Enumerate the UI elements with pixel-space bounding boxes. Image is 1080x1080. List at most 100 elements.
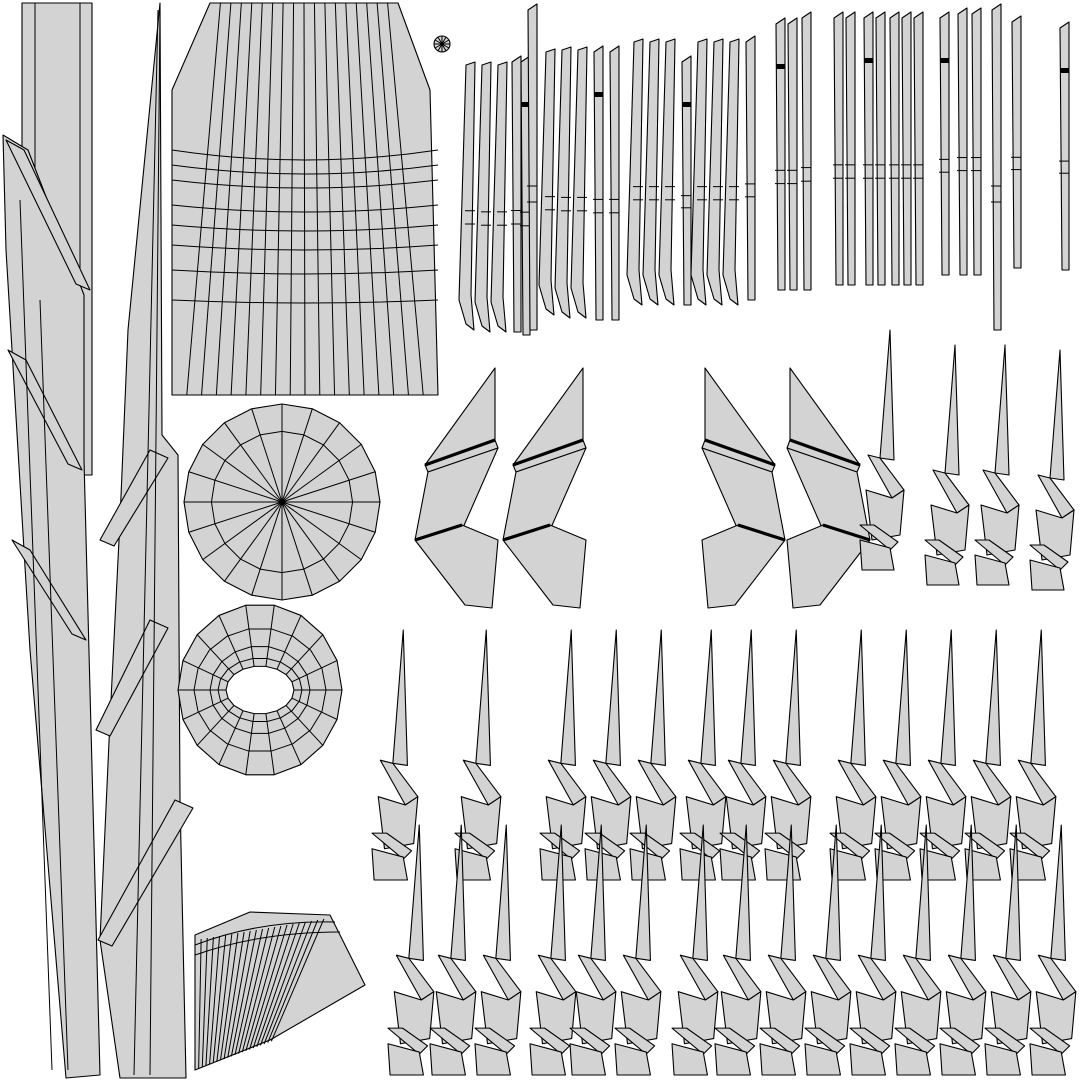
uv-edge: [267, 919, 319, 1043]
spike-island: [1029, 559, 1065, 591]
spike-island: [614, 1027, 656, 1055]
thin-strip-island: [511, 55, 522, 333]
spike-island: [874, 848, 911, 881]
uv-edge: [171, 299, 439, 304]
uv-edge: [291, 697, 338, 720]
spike-island: [940, 629, 956, 766]
spike-island: [804, 1027, 846, 1055]
uv-edge: [198, 938, 202, 1069]
uv-edge: [171, 244, 439, 251]
spike-island: [939, 1027, 981, 1055]
uv-edge: [188, 501, 283, 533]
spike-island: [767, 954, 807, 1001]
uv-edge: [441, 43, 450, 49]
uv-edge: [512, 438, 584, 467]
ring-hole: [225, 665, 295, 715]
uv-edge: [249, 924, 288, 1050]
uv-edge: [281, 443, 362, 503]
uv-edge: [188, 471, 283, 503]
thin-strip-island: [1059, 21, 1070, 271]
spike-island: [679, 954, 719, 1001]
long-strip-island: [99, 2, 187, 1079]
spike-island: [450, 824, 466, 961]
spike-island: [629, 832, 671, 860]
spike-island: [874, 832, 916, 860]
strip-fold-island: [97, 799, 194, 947]
spike-island: [550, 824, 566, 961]
thin-strip-island: [706, 38, 724, 306]
spike-island: [894, 1027, 936, 1055]
uv-edge: [737, 523, 786, 542]
uv-edge: [281, 422, 341, 503]
seam-mark: [594, 92, 603, 97]
uv-edge: [149, 9, 161, 1076]
spike-island: [924, 539, 964, 566]
spike-island: [462, 759, 502, 806]
uv-edge: [194, 921, 336, 946]
spike-island: [902, 954, 942, 1001]
spike-island: [894, 1043, 931, 1076]
uv-edge: [205, 936, 214, 1066]
spike-island: [879, 329, 895, 461]
thin-strip-island: [609, 45, 620, 321]
spike-island: [964, 832, 1006, 860]
thin-strip-island: [745, 35, 756, 301]
spike-island: [1037, 954, 1077, 1001]
uv-edge: [355, 2, 380, 396]
spike-island: [635, 824, 651, 961]
spike-island: [759, 1043, 796, 1076]
spike-island: [692, 824, 708, 961]
uv-edge: [245, 713, 255, 775]
spike-island: [850, 629, 866, 766]
uv-edge: [230, 929, 257, 1057]
thin-strip-island: [690, 38, 708, 306]
thin-strip-island: [538, 48, 556, 316]
uv-edge: [265, 605, 275, 667]
uv-edge: [441, 36, 447, 45]
spike-island: [1029, 1027, 1071, 1055]
uv-edge: [201, 937, 208, 1068]
spike-island: [1029, 544, 1069, 571]
spike-island: [780, 824, 796, 961]
spike-island: [804, 1043, 841, 1076]
spike-island: [825, 824, 841, 961]
thin-strip-island: [833, 11, 844, 286]
spike-island: [985, 629, 1001, 766]
uv-edge: [789, 438, 861, 467]
uv-edge: [245, 2, 263, 396]
spike-island: [650, 629, 666, 766]
spike-island: [859, 539, 895, 571]
uv-edge: [241, 926, 276, 1053]
spike-island: [829, 848, 866, 881]
uv-edge: [281, 501, 376, 533]
spike-island: [605, 629, 621, 766]
radial-disc-island: [183, 403, 381, 601]
uv-edge: [822, 523, 871, 542]
spike-island: [529, 1043, 566, 1076]
spike-island: [919, 832, 961, 860]
seam-mark: [521, 102, 530, 107]
spike-island: [984, 1043, 1021, 1076]
uv-edge: [245, 925, 282, 1052]
uv-edge: [201, 2, 232, 396]
spike-island: [974, 539, 1014, 566]
uv-edge: [245, 605, 255, 667]
uv-edge: [270, 918, 325, 1042]
uv-edge: [171, 224, 439, 232]
spike-island: [560, 629, 576, 766]
spike-island: [529, 1027, 571, 1055]
spike-island: [437, 954, 477, 1001]
spike-island: [590, 824, 606, 961]
thin-strip-island: [875, 11, 886, 286]
uv-edge: [234, 928, 263, 1056]
spike-fold-island: [11, 539, 87, 641]
uv-edge: [196, 634, 235, 675]
spike-island: [569, 1027, 611, 1055]
spike-island: [379, 759, 419, 806]
spike-island: [727, 759, 767, 806]
uv-edge: [171, 164, 439, 175]
uv-edge: [276, 615, 302, 670]
uv-edge: [218, 615, 244, 670]
uv-edge: [251, 408, 283, 503]
uv-edge: [437, 36, 443, 45]
